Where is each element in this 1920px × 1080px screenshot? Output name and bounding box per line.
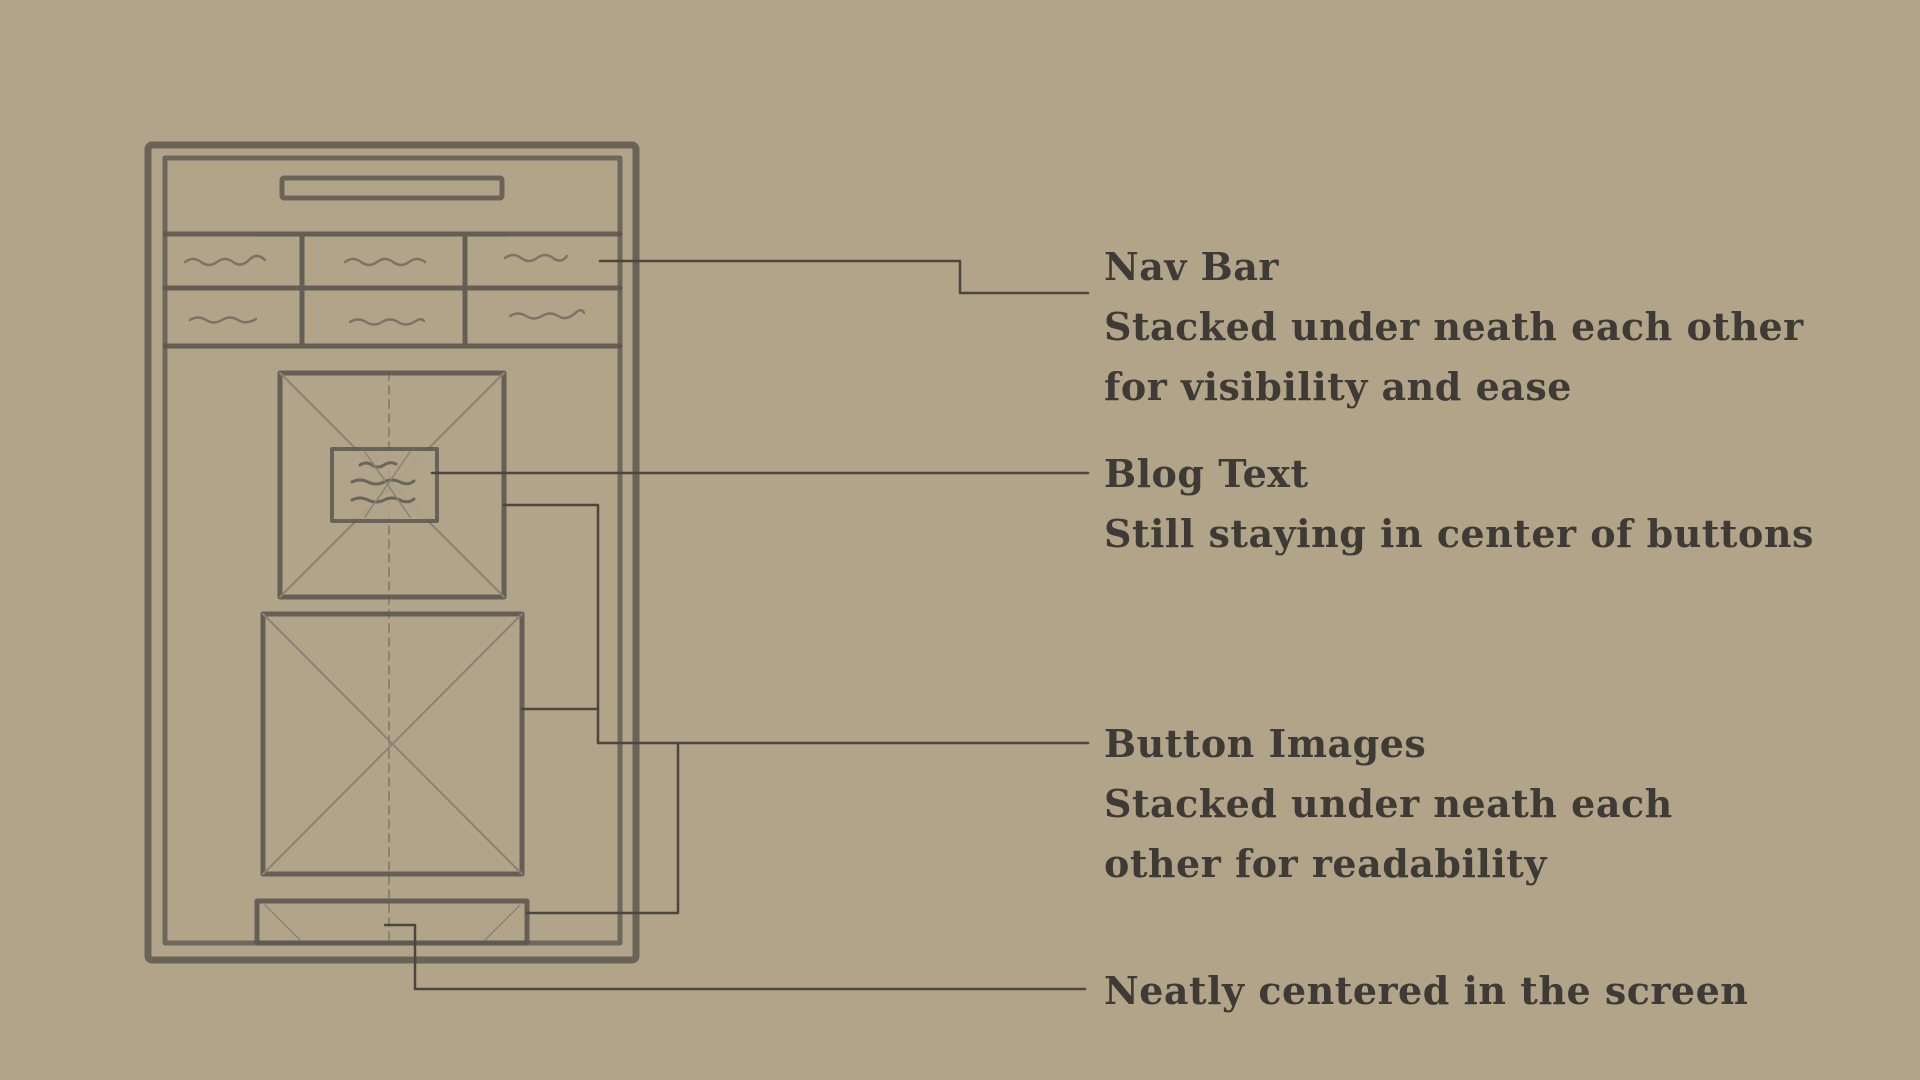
nav-bar-grid	[162, 231, 623, 349]
header-bar	[279, 175, 505, 201]
annotation-nav-bar: Nav Bar Stacked under neath each other f…	[1104, 237, 1804, 417]
blog-text-box	[330, 447, 439, 523]
annotation-title: Nav Bar	[1104, 244, 1279, 289]
annotation-line: Stacked under neath each other	[1104, 304, 1804, 349]
annotation-button-images: Button Images Stacked under neath each o…	[1104, 714, 1673, 894]
phone-inner-frame	[162, 155, 623, 946]
annotation-line: other for readability	[1104, 841, 1547, 886]
leader-nav-bar	[598, 259, 1090, 295]
annotation-line: Still staying in center of buttons	[1104, 511, 1814, 556]
annotation-blog-text: Blog Text Still staying in center of but…	[1104, 444, 1814, 564]
leader-button-image-1	[502, 503, 600, 745]
annotation-title: Blog Text	[1104, 451, 1309, 496]
annotation-footer: Neatly centered in the screen	[1104, 961, 1748, 1021]
annotation-title: Neatly centered in the screen	[1104, 968, 1749, 1013]
phone-outer-frame	[144, 141, 640, 964]
leader-footer	[383, 923, 1087, 991]
annotation-line: for visibility and ease	[1104, 364, 1572, 409]
button-image-2	[260, 611, 525, 877]
footer-bar	[254, 898, 530, 946]
annotation-line: Stacked under neath each	[1104, 781, 1673, 826]
leader-footer-bracket	[525, 741, 680, 915]
nav-item-squiggles	[183, 253, 586, 326]
annotation-title: Button Images	[1104, 721, 1427, 766]
